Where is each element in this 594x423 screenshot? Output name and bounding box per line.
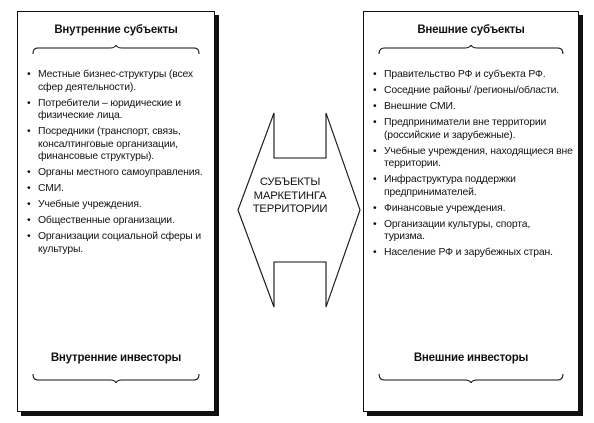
list-item: Внешние СМИ. bbox=[373, 101, 573, 114]
internal-investors-title: Внутренние инвесторы bbox=[50, 352, 182, 364]
list-item: Организации социальной сферы и культуры. bbox=[27, 231, 211, 256]
internal-subjects-title: Внутренние субъекты bbox=[54, 24, 178, 36]
bottom-brace bbox=[32, 373, 200, 383]
internal-subjects-panel: Внутренние субъекты Местные бизнес-струк… bbox=[17, 11, 215, 412]
external-subjects-panel: Внешние субъекты Правительство РФ и субъ… bbox=[363, 11, 579, 412]
list-item: Посредники (транспорт, связь, консалтинг… bbox=[27, 126, 211, 164]
list-item: Правительство РФ и субъекта РФ. bbox=[373, 69, 573, 82]
list-item: Местные бизнес-структуры (всех сфер деят… bbox=[27, 69, 211, 94]
list-item: СМИ. bbox=[27, 183, 211, 196]
list-item: Общественные организации. bbox=[27, 215, 211, 228]
center-label: СУБЪЕКТЫ МАРКЕТИНГА ТЕРРИТОРИИ bbox=[240, 176, 340, 217]
list-item: Финансовые учреждения. bbox=[373, 203, 573, 216]
top-brace bbox=[32, 45, 200, 55]
internal-subjects-list: Местные бизнес-структуры (всех сфер деят… bbox=[27, 69, 211, 260]
list-item: Организации культуры, спорта, туризма. bbox=[373, 219, 573, 244]
list-item: Потребители – юридические и физические л… bbox=[27, 98, 211, 123]
external-subjects-list: Правительство РФ и субъекта РФ. Соседние… bbox=[373, 69, 573, 263]
list-item: Органы местного самоуправления. bbox=[27, 167, 211, 180]
center-label-line-2: МАРКЕТИНГА bbox=[253, 189, 327, 202]
bottom-brace bbox=[378, 373, 564, 383]
list-item: Предприниматели вне территории (российск… bbox=[373, 117, 573, 142]
list-item: Учебные учреждения, находящиеся вне терр… bbox=[373, 146, 573, 171]
center-label-line-3: ТЕРРИТОРИИ bbox=[252, 203, 328, 215]
list-item: Учебные учреждения. bbox=[27, 199, 211, 212]
external-subjects-title: Внешние субъекты bbox=[417, 24, 525, 36]
list-item: Инфраструктура поддержки предпринимателе… bbox=[373, 174, 573, 199]
list-item: Соседние районы/ /регионы/области. bbox=[373, 85, 573, 98]
external-investors-title: Внешние инвесторы bbox=[413, 352, 529, 364]
top-brace bbox=[378, 45, 564, 55]
list-item: Население РФ и зарубежных стран. bbox=[373, 247, 573, 260]
center-label-line-1: СУБЪЕКТЫ bbox=[259, 176, 321, 188]
